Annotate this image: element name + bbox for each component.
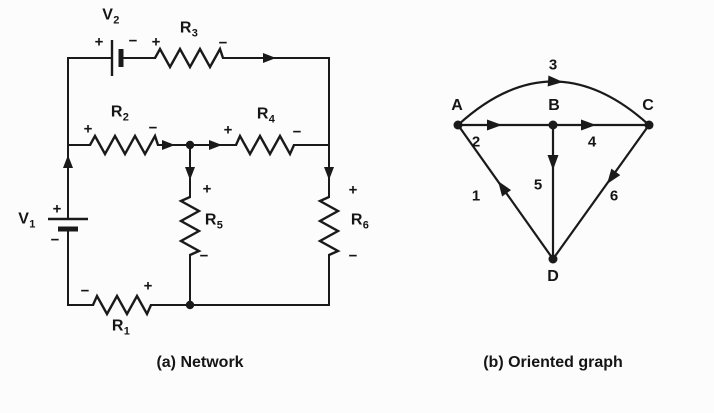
graph-edge-arc-a-c	[457, 80, 650, 126]
arrow-node-down-to-r5-icon	[185, 167, 195, 180]
resistor-r2-zigzag	[88, 133, 160, 157]
resistor-r5-zigzag	[178, 195, 202, 257]
battery-v2-symbol	[110, 40, 124, 76]
arrow-left-wire-up-icon	[63, 155, 73, 168]
network-junction-dots	[185, 140, 195, 310]
arrow-edge-1-icon	[498, 181, 512, 197]
graph-edge-arrows	[487, 75, 621, 197]
graph-node-dot-c	[644, 120, 654, 130]
arrow-edge-6-icon	[607, 168, 621, 184]
resistor-r4-zigzag	[234, 133, 296, 157]
resistor-zigzags	[88, 46, 341, 317]
graph-edge-c-d	[552, 124, 650, 260]
junction-dot-middle	[185, 140, 195, 150]
arrow-edge-2-icon	[487, 119, 502, 131]
graph-node-dot-d	[548, 254, 558, 264]
resistor-r1-zigzag	[91, 293, 153, 317]
arrow-edge-4-icon	[581, 119, 596, 131]
network-wires	[67, 57, 330, 306]
graph-node-dot-b	[548, 120, 558, 130]
junction-dot-bottom	[185, 300, 195, 310]
arrow-mid-wire-to-r4-icon	[209, 140, 222, 150]
arrow-edge-5-icon	[547, 155, 559, 170]
graph-node-dot-a	[453, 120, 463, 130]
resistor-r3-zigzag	[153, 46, 225, 70]
arrow-top-wire-right-icon	[263, 53, 276, 63]
arrow-right-wire-down-icon	[324, 167, 334, 180]
graph-edges	[457, 80, 650, 260]
battery-v1-symbol	[48, 217, 88, 232]
arrow-mid-wire-into-node-icon	[162, 140, 175, 150]
resistor-r6-zigzag	[317, 195, 341, 257]
current-direction-arrows	[63, 53, 334, 180]
graph-node-dots	[453, 120, 654, 264]
arrow-edge-3-icon	[547, 75, 563, 87]
